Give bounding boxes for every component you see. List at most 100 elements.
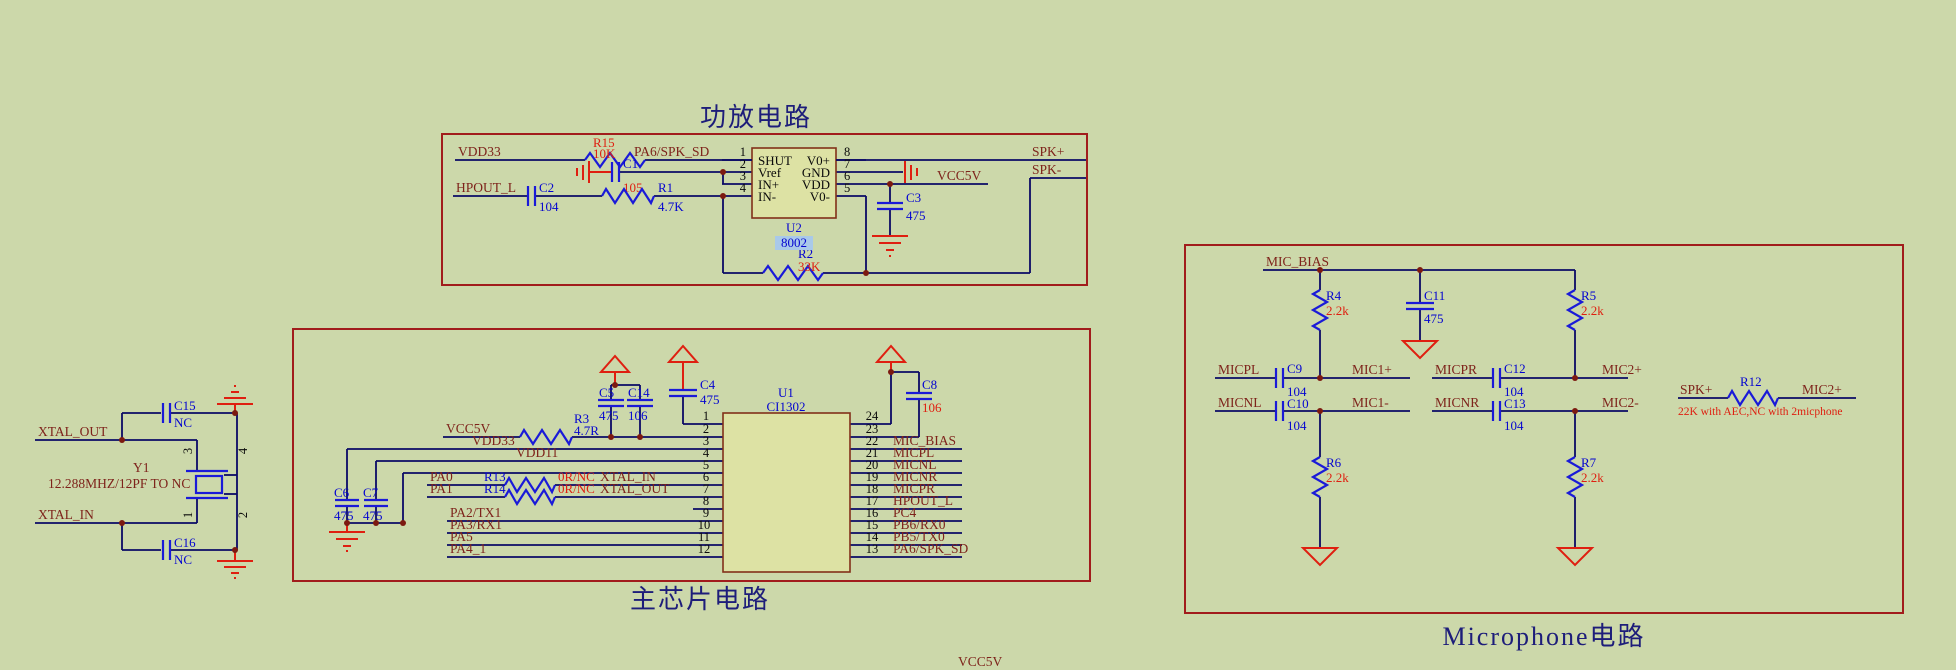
main-wires <box>346 371 962 558</box>
capacitor-c1: C1 105 <box>610 156 643 195</box>
c1-ref: C1 <box>623 156 638 171</box>
signal-ground-icon <box>904 161 918 183</box>
capacitor-c8: C8 106 <box>906 377 942 415</box>
main-box <box>292 328 1091 582</box>
capacitor-c10: C10 104 <box>1274 396 1309 433</box>
resistor-r4: R4 2.2k <box>1310 288 1349 331</box>
c16-ref: C16 <box>174 535 196 550</box>
c7-value: 475 <box>363 508 383 523</box>
net-label-mic2-minus: MIC2- <box>1602 395 1639 410</box>
c7-ref: C7 <box>363 485 379 500</box>
c15-ref: C15 <box>174 398 196 413</box>
c8-value: 106 <box>922 400 942 415</box>
y1-ref: Y1 <box>133 460 150 475</box>
r14-ref: R14 <box>484 481 506 496</box>
amp-title: 功放电路 <box>700 103 812 132</box>
resistor-r6: R6 2.2k <box>1310 455 1349 498</box>
net-label-pa2-tx1: PA2/TX1 <box>450 505 501 520</box>
u1-pin-13: 13 <box>866 542 879 556</box>
net-label-micnl-main: MICNL <box>893 457 937 472</box>
u1-pin-2: 2 <box>703 422 709 436</box>
y1-value: 12.288MHZ/12PF TO NC <box>48 476 190 491</box>
u1-pin-7: 7 <box>703 482 709 496</box>
net-label-vcc5v-main: VCC5V <box>446 421 491 436</box>
gnd-triangle-icon <box>1300 547 1340 567</box>
gnd-triangle-icon <box>1400 340 1440 360</box>
net-label-mic2-plus-b: MIC2+ <box>1802 382 1842 397</box>
mic-title: Microphone电路 <box>1442 622 1645 651</box>
r1-value: 4.7K <box>658 199 684 214</box>
net-label-hpout-l-main: HPOUT_L <box>893 493 953 508</box>
c13-ref: C13 <box>1504 396 1526 411</box>
y1-pin-2: 2 <box>236 512 250 518</box>
r13-ref: R13 <box>484 469 506 484</box>
u1-pin-4: 4 <box>703 446 710 460</box>
capacitor-c16: C16 NC <box>161 535 196 567</box>
r15-value: 10K <box>593 146 616 161</box>
u1-pin-9: 9 <box>703 506 709 520</box>
u2-pin-inn: IN- <box>758 189 776 204</box>
u1-pin-10: 10 <box>698 518 711 532</box>
net-label-pa6-spk-sd: PA6/SPK_SD <box>634 144 710 159</box>
mic-note: 22K with AEC,NC with 2micphone <box>1678 406 1843 418</box>
net-label-pa6-spk-sd-main: PA6/SPK_SD <box>893 541 969 556</box>
c6-ref: C6 <box>334 485 350 500</box>
u2-pin-shut: SHUT <box>758 153 792 168</box>
net-label-pb6-rx0: PB6/RX0 <box>893 517 946 532</box>
u1-pin-22: 22 <box>866 434 879 448</box>
net-label-pa5: PA5 <box>450 529 473 544</box>
net-label-pc4: PC4 <box>893 505 917 520</box>
u1-pin-19: 19 <box>866 470 879 484</box>
u1-pin-6: 6 <box>703 470 709 484</box>
gnd-triangle-icon <box>1555 547 1595 567</box>
capacitor-c7: C7 475 <box>363 485 388 523</box>
r2-value: 33K <box>798 259 821 274</box>
crystal-y1: Y1 12.288MHZ/12PF TO NC 3 4 1 2 <box>48 447 250 518</box>
r12-ref: R12 <box>1740 374 1762 389</box>
main-title: 主芯片电路 <box>630 585 770 614</box>
c4-value: 475 <box>700 392 720 407</box>
u2-pin-v0n: V0- <box>810 189 830 204</box>
net-label-xtal-in-main: XTAL_IN <box>600 469 656 484</box>
c1-value: 105 <box>623 180 643 195</box>
u1-pin-17: 17 <box>866 494 879 508</box>
r13-value: 0R/NC <box>558 469 595 484</box>
u1-pin-23: 23 <box>866 422 879 436</box>
resistor-r13: R13 0R/NC XTAL_IN <box>484 469 656 495</box>
net-label-pa4-1: PA4_1 <box>450 541 486 556</box>
c4-ref: C4 <box>700 377 716 392</box>
net-label-micpr: MICPR <box>1435 362 1477 377</box>
r7-value: 2.2k <box>1581 470 1604 485</box>
capacitor-c15: C15 NC <box>161 398 196 430</box>
y1-pin-4: 4 <box>236 447 250 454</box>
net-label-spk-minus: SPK- <box>1032 162 1062 177</box>
earth-ground-icon <box>217 550 253 579</box>
net-label-pa3-rx1: PA3/RX1 <box>450 517 502 532</box>
capacitor-c13: C13 104 <box>1491 396 1526 433</box>
net-label-mic1-plus: MIC1+ <box>1352 362 1392 377</box>
r6-value: 2.2k <box>1326 470 1349 485</box>
resistor-r12: R12 <box>1727 374 1780 408</box>
u2-pin-number-1: 1 <box>740 145 746 159</box>
net-label-xtal-in: XTAL_IN <box>38 507 94 522</box>
c10-value: 104 <box>1287 418 1307 433</box>
power-arrow-icon <box>598 354 632 385</box>
capacitor-c3: C3 475 <box>877 190 926 223</box>
r5-ref: R5 <box>1581 288 1596 303</box>
capacitor-c11: C11 475 <box>1406 288 1445 326</box>
u1-pin-20: 20 <box>866 458 879 472</box>
amp-wires <box>453 159 1086 274</box>
net-label-micpl-main: MICPL <box>893 445 934 460</box>
resistor-r5: R5 2.2k <box>1565 288 1604 331</box>
c16-value: NC <box>174 552 192 567</box>
u1-part-number: CI1302 <box>767 399 806 414</box>
r1-ref: R1 <box>658 180 673 195</box>
u1-pin-21: 21 <box>866 446 879 460</box>
u1-pin-11: 11 <box>698 530 710 544</box>
net-label-vcc5v-amp: VCC5V <box>937 168 982 183</box>
u2-pin-number-8: 8 <box>844 145 850 159</box>
net-label-spk-plus-mic: SPK+ <box>1680 382 1712 397</box>
net-label-mic-bias-main: MIC_BIAS <box>893 433 956 448</box>
c12-value: 104 <box>1504 384 1524 399</box>
